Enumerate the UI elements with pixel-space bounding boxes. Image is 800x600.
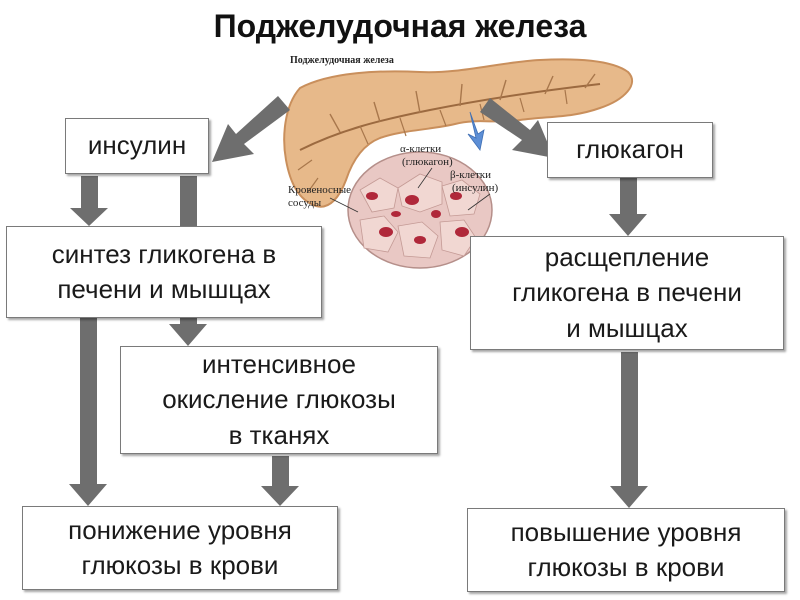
- beta-cells-label: β-клетки: [450, 169, 491, 181]
- arrow-breakdown-raise: [610, 352, 648, 508]
- glucagon-label: глюкагон: [576, 134, 684, 165]
- zoom-pointer-icon: [467, 111, 485, 151]
- oxidation-line-2: окисление глюкозы: [162, 384, 396, 415]
- raise-glucose-line-2: глюкозы в крови: [527, 552, 725, 582]
- oxidation-box: интенсивное окисление глюкозы в тканях: [120, 346, 438, 454]
- arrow-synthesis-lower: [69, 318, 107, 506]
- glycogen-breakdown-line-2: гликогена в печени: [512, 277, 742, 308]
- glycogen-synthesis-line-2: печени и мышцах: [57, 274, 271, 304]
- beta-cells-sublabel: (инсулин): [452, 182, 498, 194]
- insulin-label: инсулин: [87, 130, 187, 161]
- insulin-box: инсулин: [65, 118, 209, 174]
- lower-glucose-box: понижение уровня глюкозы в крови: [22, 506, 338, 590]
- vessels-label-2: сосуды: [288, 197, 322, 209]
- raise-glucose-line-1: повышение уровня: [510, 516, 742, 547]
- glycogen-breakdown-line-1: расщепление: [544, 242, 710, 273]
- arrow-oxidation-lower: [261, 456, 299, 506]
- alpha-cells-sublabel: (глюкагон): [402, 156, 453, 168]
- glycogen-breakdown-line-3: и мышцах: [566, 312, 688, 343]
- alpha-cells-label: α-клетки: [400, 143, 441, 155]
- glycogen-synthesis-line-1: синтез гликогена в: [51, 238, 277, 269]
- vessels-label-1: Кровеносные: [288, 184, 351, 196]
- page-title: Поджелудочная железа: [213, 8, 587, 44]
- lower-glucose-line-2: глюкозы в крови: [81, 550, 279, 580]
- illustration-caption: Поджелудочная железа: [290, 55, 394, 66]
- oxidation-line-1: интенсивное: [202, 349, 356, 380]
- arrow-insulin-synthesis: [70, 176, 108, 226]
- pancreas-shape: [283, 58, 634, 208]
- lower-glucose-line-1: понижение уровня: [68, 514, 292, 545]
- raise-glucose-box: повышение уровня глюкозы в крови: [467, 508, 785, 592]
- glucagon-box: глюкагон: [547, 122, 713, 178]
- arrow-to-insulin: [212, 96, 290, 162]
- arrow-glucagon-breakdown: [609, 178, 647, 236]
- oxidation-line-3: в тканях: [228, 419, 330, 450]
- glycogen-synthesis-box: синтез гликогена в печени и мышцах: [6, 226, 322, 318]
- arrow-to-glucagon: [480, 98, 554, 158]
- islet-red-cells: [366, 192, 469, 244]
- glycogen-breakdown-box: расщепление гликогена в печени и мышцах: [470, 236, 784, 350]
